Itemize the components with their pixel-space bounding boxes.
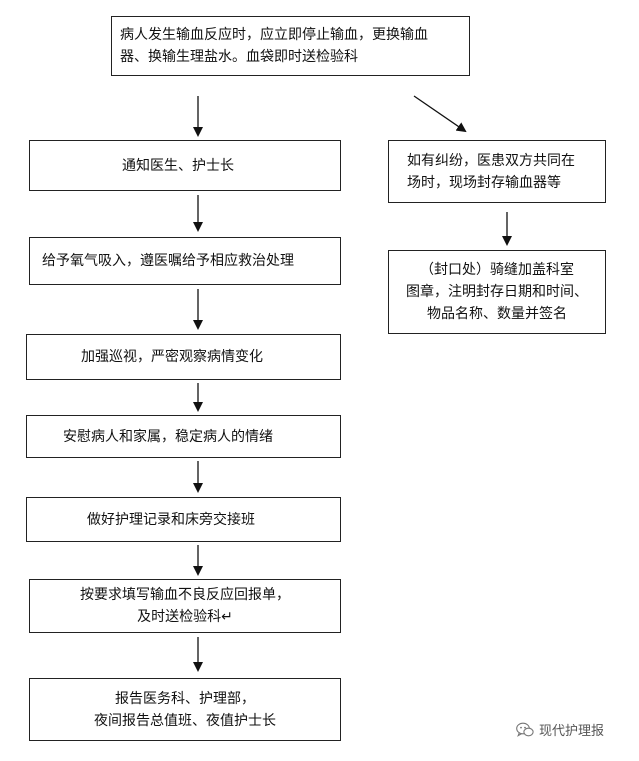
step-notify-doctor-text: 通知医生、护士长 [122, 157, 234, 174]
step-nursing-record-box: 做好护理记录和床旁交接班 [26, 497, 341, 542]
step-oxygen-treatment-text: 给予氧气吸入，遵医嘱给予相应救治处理 [42, 253, 294, 269]
watermark-text: 现代护理报 [539, 724, 605, 739]
step-stop-transfusion-text: 病人发生输血反应时，应立即停止输血，更换输血 器、换输生理盐水。血袋即时送检验科 [120, 27, 428, 65]
step-comfort-box: 安慰病人和家属，稳定病人的情绪 [26, 415, 341, 458]
dispute-seal-box: 如有纠纷，医患双方共同在 场时，现场封存输血器等 [388, 140, 606, 203]
watermark: 现代护理报 [516, 720, 604, 739]
step-stop-transfusion-box: 病人发生输血反应时，应立即停止输血，更换输血 器、换输生理盐水。血袋即时送检验科 [111, 16, 470, 76]
step-observe-text: 加强巡视，严密观察病情变化 [81, 349, 263, 365]
step-oxygen-treatment-box: 给予氧气吸入，遵医嘱给予相应救治处理 [29, 237, 341, 285]
step-notify-doctor-box: 通知医生、护士长 [29, 140, 341, 191]
step-observe-box: 加强巡视，严密观察病情变化 [26, 334, 341, 380]
step-report-form-box: 按要求填写输血不良反应回报单， 及时送检验科↵ [29, 579, 341, 633]
step-nursing-record-text: 做好护理记录和床旁交接班 [87, 511, 255, 528]
step-report-form-text: 按要求填写输血不良反应回报单， 及时送检验科↵ [80, 587, 290, 625]
step-comfort-text: 安慰病人和家属，稳定病人的情绪 [63, 428, 273, 445]
step-report-departments-text: 报告医务科、护理部， 夜间报告总值班、夜值护士长 [94, 690, 276, 729]
seal-stamp-box: （封口处）骑缝加盖科室 图章，注明封存日期和时间、 物品名称、数量并签名 [388, 250, 606, 334]
dispute-seal-text: 如有纠纷，医患双方共同在 场时，现场封存输血器等 [407, 152, 575, 191]
wechat-icon [516, 722, 534, 737]
arrow-s1-d1 [413, 95, 467, 133]
seal-stamp-text: （封口处）骑缝加盖科室 图章，注明封存日期和时间、 物品名称、数量并签名 [406, 262, 588, 322]
step-report-departments-box: 报告医务科、护理部， 夜间报告总值班、夜值护士长 [29, 678, 341, 741]
